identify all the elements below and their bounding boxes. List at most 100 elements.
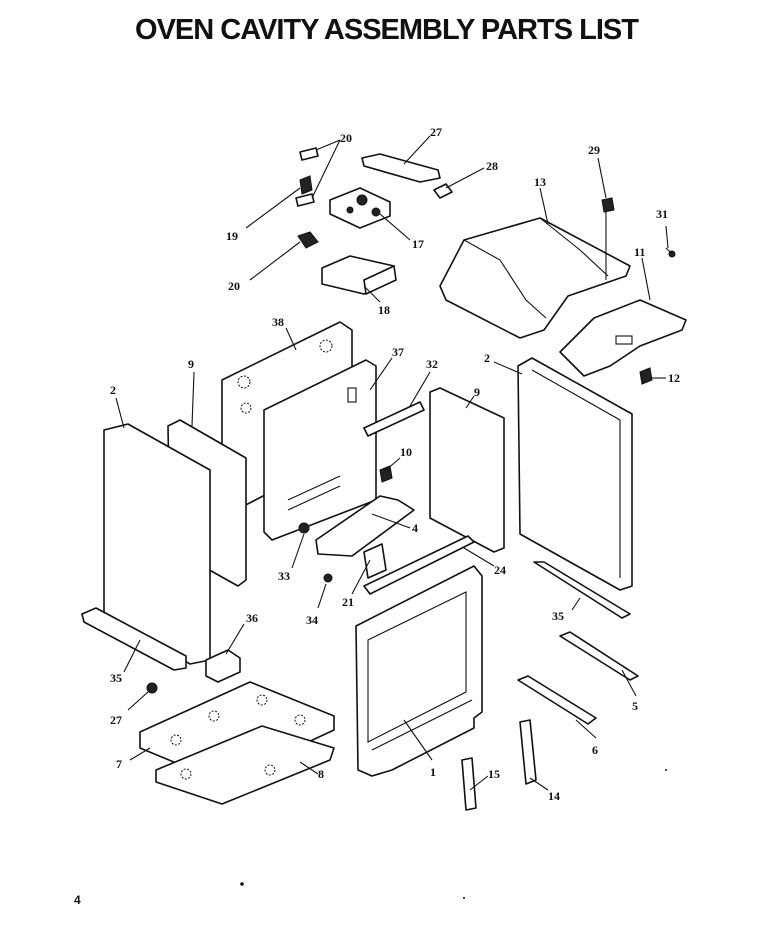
svg-text:11: 11 [634,245,645,259]
part-screw-31 [665,247,676,258]
callout-21: 20 [228,241,301,293]
callout-36: 36 [225,611,258,655]
callout-34: 35 [552,597,581,623]
svg-text:8: 8 [318,767,324,781]
part-screw-27 [146,682,158,694]
callout-17: 17 [379,213,424,251]
part-clip-10 [379,465,393,483]
part-hinge-15 [461,757,477,811]
svg-text:29: 29 [588,143,600,157]
stray-dot [240,882,244,886]
callout-2-left: 2 [110,383,125,429]
svg-text:28: 28 [486,159,498,173]
svg-text:27: 27 [110,713,122,727]
page-title: OVEN CAVITY ASSEMBLY PARTS LIST [135,14,639,46]
part-panel-11 [559,299,687,377]
callout-4: 4 [371,513,418,535]
svg-text:31: 31 [656,207,668,221]
callout-25: 21 [342,559,371,609]
stray-dot [463,897,465,899]
callout-16: 27 [403,125,442,165]
callout-37: 37 [369,345,404,391]
callout-26: 28 [445,159,498,189]
svg-text:35: 35 [110,671,122,685]
callout-27: 27 [110,691,149,727]
part-bracket-25 [363,543,387,579]
part-rail-34 [533,561,631,619]
callout-15: 15 [469,767,500,791]
callout-19: 19 [226,187,301,243]
part-hinge-14 [519,719,537,785]
page-number: 4 [74,893,81,907]
callout-24: 24 [463,547,506,577]
part-bracket-21 [297,231,319,249]
part-bar-16 [361,153,441,183]
part-bracket-36 [205,649,241,683]
callout-7: 7 [116,747,151,771]
part-grommet-32 [298,522,310,534]
svg-text:9: 9 [474,385,480,399]
svg-text:15: 15 [488,767,500,781]
svg-text:24: 24 [494,563,506,577]
part-switch-17 [329,187,391,229]
callout-label: 20 [340,131,352,145]
callout-12: 13 [534,175,549,225]
svg-text:27: 27 [430,125,442,139]
part-bracket-28 [601,197,615,280]
callout-18: 18 [363,285,390,317]
svg-text:6: 6 [592,743,598,757]
part-bottom-8 [155,725,335,805]
part-bracket-19 [299,175,313,195]
callout-9-right: 9 [465,385,480,409]
svg-text:5: 5 [632,699,638,713]
part-box-18 [321,255,397,295]
callout-33: 34 [306,583,327,627]
callout-13: 12 [652,371,680,385]
svg-text:20: 20 [228,279,240,293]
callout-32: 33 [278,533,305,583]
part-liner-9-right [429,387,505,553]
svg-text:4: 4 [412,521,418,535]
callout-31: 31 [656,207,669,249]
svg-text:12: 12 [668,371,680,385]
svg-text:2: 2 [484,351,490,365]
callout-29: 32 [409,357,438,407]
part-rail-6 [517,675,597,725]
part-duct-12 [439,217,631,339]
svg-text:37: 37 [392,345,404,359]
callout-2-right: 2 [484,351,523,375]
part-frame-1 [355,565,483,777]
stray-dot [665,769,667,771]
svg-text:38: 38 [272,315,284,329]
callout-35: 35 [110,639,141,685]
callout-28: 29 [588,143,607,199]
callout-5: 5 [621,669,638,713]
callout-9-left: 9 [188,357,195,427]
callout-20: 20 [311,131,352,199]
svg-text:34: 34 [306,613,318,627]
svg-text:32: 32 [426,357,438,371]
callout-8: 8 [299,761,324,781]
part-bracket-29 [363,401,425,437]
part-grommet-33 [323,573,333,583]
svg-text:1: 1 [430,765,436,779]
callout-1: 1 [403,719,436,779]
svg-text:2: 2 [110,383,116,397]
svg-text:10: 10 [400,445,412,459]
callout-14: 14 [529,777,560,803]
callout-10: 10 [385,445,412,471]
svg-text:21: 21 [342,595,354,609]
part-bracket-4 [315,495,415,557]
svg-text:35: 35 [552,609,564,623]
callout-11: 11 [634,245,651,301]
part-clip-20 [295,147,319,207]
svg-text:14: 14 [548,789,560,803]
part-bar-35 [81,607,187,671]
part-rail-24 [363,535,475,595]
svg-text:7: 7 [116,757,122,771]
svg-text:19: 19 [226,229,238,243]
svg-text:33: 33 [278,569,290,583]
svg-text:17: 17 [412,237,424,251]
svg-text:36: 36 [246,611,258,625]
